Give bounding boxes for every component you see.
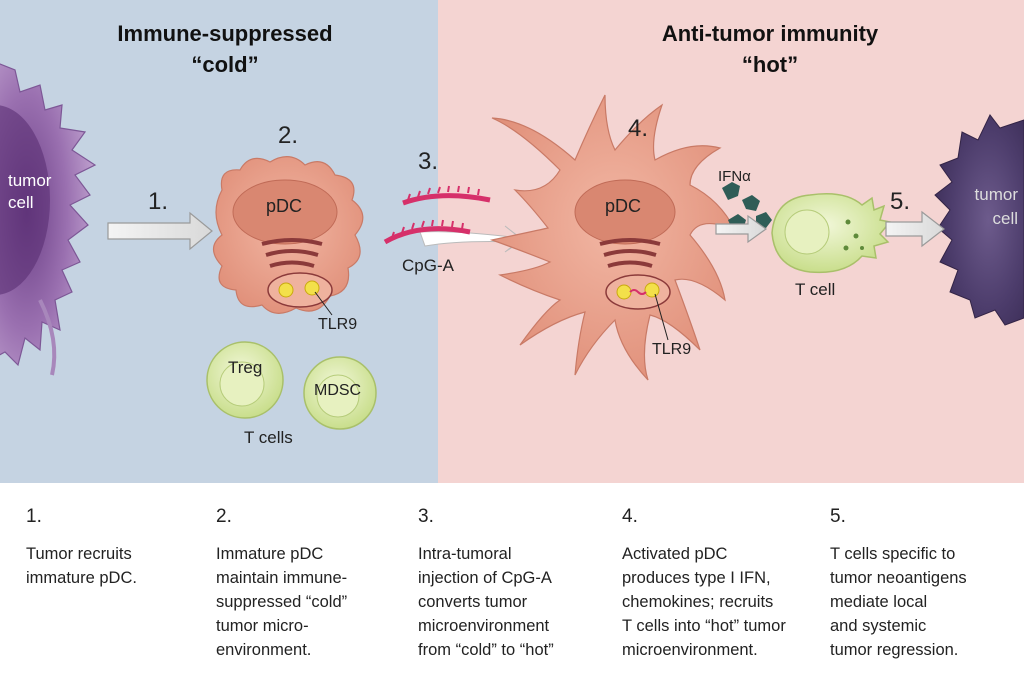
tumor-cell-right-label: tumor cell (974, 185, 1018, 228)
t-cell-hot (771, 193, 892, 274)
caption-step-3: 3. Intra-tumoral injection of CpG-A conv… (418, 506, 614, 662)
pdc-hot-label: pDC (605, 196, 642, 216)
caption-step-5: 5. T cells specific to tumor neoantigens… (830, 506, 1016, 662)
caption-text: Immature pDC maintain immune- suppressed… (216, 545, 348, 659)
diagram-step-5: 5. (890, 188, 911, 215)
diagram-step-2: 2. (278, 122, 299, 149)
caption-text: T cells specific to tumor neoantigens me… (830, 545, 967, 659)
t-cells-group-label: T cells (244, 428, 293, 447)
ifn-alpha-label: IFNα (718, 168, 751, 185)
caption-step-2: 2. Immature pDC maintain immune- suppres… (216, 506, 412, 662)
caption-number: 3. (418, 506, 434, 527)
arrow-step-5 (885, 210, 945, 248)
diagram-illustration (0, 0, 1024, 483)
tlr9-cold-label: TLR9 (318, 316, 358, 333)
diagram-step-4: 4. (628, 115, 649, 142)
mdsc-label: MDSC (314, 382, 362, 399)
hot-title-line1: Anti-tumor immunity (661, 21, 879, 46)
treg-label: Treg (228, 358, 263, 377)
treg-cell (206, 341, 284, 419)
cold-panel-title: Immune-suppressed “cold” (80, 18, 370, 80)
pdc-cell-cold (212, 156, 364, 316)
caption-number: 4. (622, 506, 638, 527)
caption-step-1: 1. Tumor recruits immature pDC. (26, 506, 222, 590)
caption-text: Intra-tumoral injection of CpG-A convert… (418, 545, 554, 659)
diagram-step-3: 3. (418, 148, 439, 175)
caption-text: Tumor recruits immature pDC. (26, 545, 137, 587)
tlr9-hot-label: TLR9 (652, 341, 692, 358)
caption-number: 5. (830, 506, 846, 527)
caption-step-4: 4. Activated pDC produces type I IFN, ch… (622, 506, 818, 662)
mdsc-cell (303, 356, 377, 430)
caption-number: 1. (26, 506, 42, 527)
hot-title-line2: “hot” (741, 52, 799, 77)
hot-panel-title: Anti-tumor immunity “hot” (625, 18, 915, 80)
cold-title-line1: Immune-suppressed (117, 21, 333, 46)
arrow-step-4 (715, 214, 768, 244)
pdc-cell-hot (489, 94, 737, 381)
t-cell-hot-label: T cell (795, 280, 836, 299)
cold-title-line2: “cold” (191, 52, 259, 77)
cpg-a-label: CpG-A (402, 256, 454, 275)
tumor-cell-left (0, 63, 97, 376)
caption-text: Activated pDC produces type I IFN, chemo… (622, 545, 786, 659)
pdc-cold-label: pDC (266, 196, 303, 216)
caption-number: 2. (216, 506, 232, 527)
tumor-cell-left-label: tumor cell (8, 171, 52, 212)
diagram-step-1: 1. (148, 188, 169, 215)
arrow-step-1 (107, 211, 213, 251)
